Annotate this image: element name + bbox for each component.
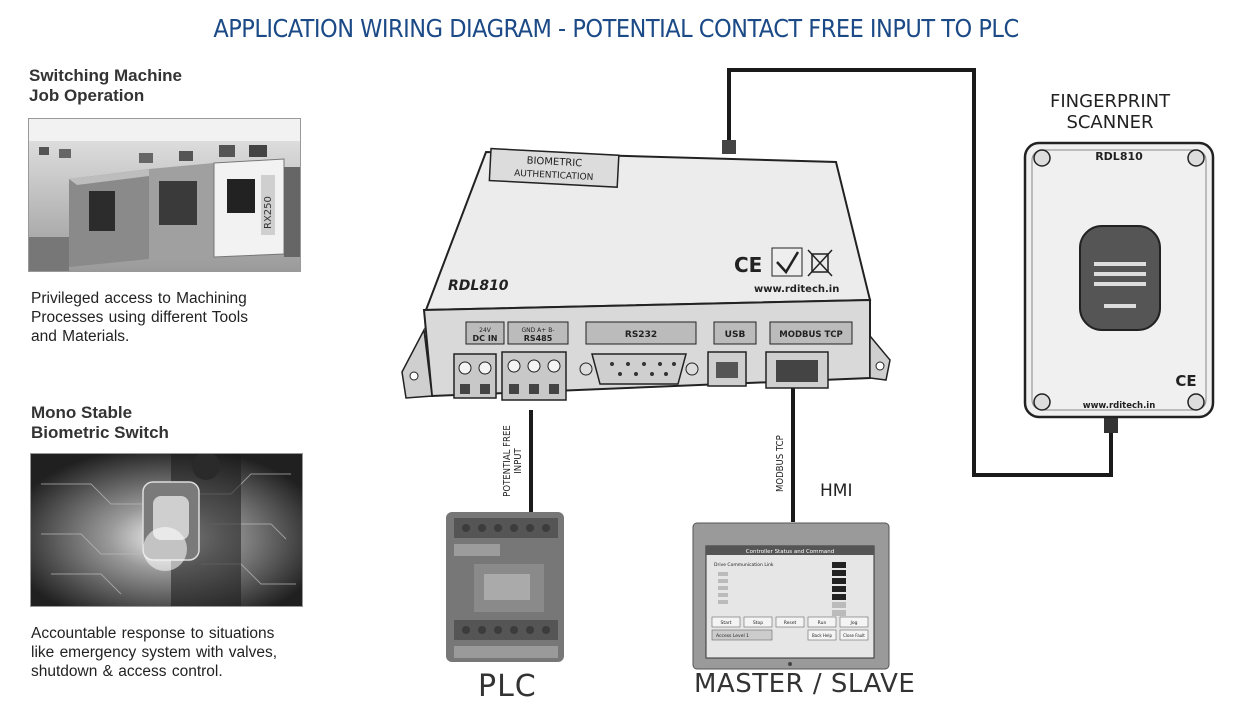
section1-description: Privileged access to Machining Processes… — [31, 289, 248, 346]
section2-desc-line2: like emergency system with valves, — [31, 644, 278, 661]
hmi-screen-title: Controller Status and Command — [746, 549, 834, 555]
hmi-btn-stop[interactable]: Stop — [753, 620, 763, 626]
plc-label: PLC — [478, 669, 537, 704]
master-slave-label: MASTER / SLAVE — [694, 669, 916, 699]
section1-heading-line1: Switching Machine — [29, 66, 183, 85]
rs485-terminal-block — [501, 351, 567, 401]
hmi-access-level: Access Level 1 — [716, 633, 749, 639]
section2-heading-line2: Biometric Switch — [31, 423, 169, 442]
section2-desc-line3: shutdown & access control. — [31, 663, 223, 680]
biometric-switch-photo — [30, 453, 303, 607]
controller-cable-gland — [722, 140, 736, 154]
ce-mark: CE — [734, 253, 762, 277]
port-usb-label: USB — [725, 330, 746, 340]
section2-heading-line1: Mono Stable — [31, 403, 133, 422]
scanner-website: www.rditech.in — [1083, 401, 1156, 411]
modbus-tcp-label: MODBUS TCP — [775, 435, 786, 492]
hmi-label: HMI — [820, 481, 853, 501]
section2-description: Accountable response to situations like … — [31, 624, 277, 681]
weee-bin-icon — [807, 249, 833, 277]
plc-device — [446, 512, 564, 662]
section1-desc-line1: Privileged access to Machining — [31, 290, 247, 307]
svg-text:RX250: RX250 — [263, 196, 274, 229]
potential-free-line2: INPUT — [513, 448, 524, 474]
hmi-btn-close[interactable]: Close Fault — [843, 633, 865, 638]
sticker-line2: AUTHENTICATION — [514, 169, 594, 183]
fingerprint-scanner: RDL810 CE www.rditech.in — [1023, 141, 1215, 419]
section2-desc-line1: Accountable response to situations — [31, 625, 275, 642]
port-modbus-label: MODBUS TCP — [779, 330, 842, 340]
rdl810-controller: BIOMETRIC AUTHENTICATION CE RDL810 www.r… — [401, 147, 891, 401]
scanner-cable — [727, 68, 1113, 477]
cnc-machine-photo: RX250 — [28, 118, 301, 272]
hmi-btn-jog[interactable]: Jog — [850, 620, 858, 626]
port-rs232-label: RS232 — [625, 330, 657, 340]
controller-website: www.rditech.in — [754, 284, 839, 295]
screw-icon — [1033, 149, 1051, 167]
section1-heading: Switching Machine Job Operation — [29, 66, 182, 106]
scanner-cable-connector — [1104, 415, 1118, 433]
usb-port — [707, 351, 747, 387]
hmi-btn-run[interactable]: Run — [818, 620, 827, 626]
hmi-btn-reset[interactable]: Reset — [784, 620, 797, 626]
controller-model: RDL810 — [448, 278, 509, 294]
auth-sticker: BIOMETRIC AUTHENTICATION — [488, 147, 620, 189]
ethernet-port — [765, 351, 829, 389]
hmi-panel: Controller Status and Command Drive Comm… — [692, 522, 890, 670]
screw-icon — [1187, 149, 1205, 167]
hmi-btn-back[interactable]: Back Help — [812, 633, 833, 638]
port-dc-top: 24V — [479, 327, 492, 334]
scanner-ce-mark: CE — [1175, 372, 1196, 390]
scanner-title-line1: FINGERPRINT — [1050, 91, 1171, 112]
screw-icon — [1033, 393, 1051, 411]
port-rs485-top: GND A+ B- — [522, 327, 555, 334]
screw-icon — [1187, 393, 1205, 411]
section1-desc-line2: Processes using different Tools — [31, 309, 248, 326]
scanner-title: FINGERPRINT SCANNER — [1050, 91, 1170, 133]
mount-flange-right — [869, 333, 891, 381]
potential-free-label: POTENTIAL FREE INPUT — [502, 419, 524, 503]
scanner-title-line2: SCANNER — [1066, 112, 1154, 133]
scanner-model: RDL810 — [1095, 150, 1143, 163]
hmi-btn-start[interactable]: Start — [721, 620, 732, 626]
section1-heading-line2: Job Operation — [29, 86, 145, 105]
fingerprint-sensor-icon — [1079, 225, 1161, 331]
section1-desc-line3: and Materials. — [31, 328, 130, 345]
sticker-line1: BIOMETRIC — [526, 155, 582, 169]
hmi-screen-subtitle: Drive Communication Link — [714, 562, 774, 568]
db9-serial-port — [579, 353, 699, 385]
port-rs485-label: RS485 — [524, 334, 553, 343]
diagram-title: APPLICATION WIRING DIAGRAM - POTENTIAL C… — [213, 14, 1019, 43]
dc-terminal-block — [453, 353, 497, 399]
potential-free-line1: POTENTIAL FREE — [502, 425, 513, 497]
port-dc-label: DC IN — [473, 334, 498, 343]
section2-heading: Mono Stable Biometric Switch — [31, 403, 169, 443]
mount-flange-left — [401, 327, 433, 399]
